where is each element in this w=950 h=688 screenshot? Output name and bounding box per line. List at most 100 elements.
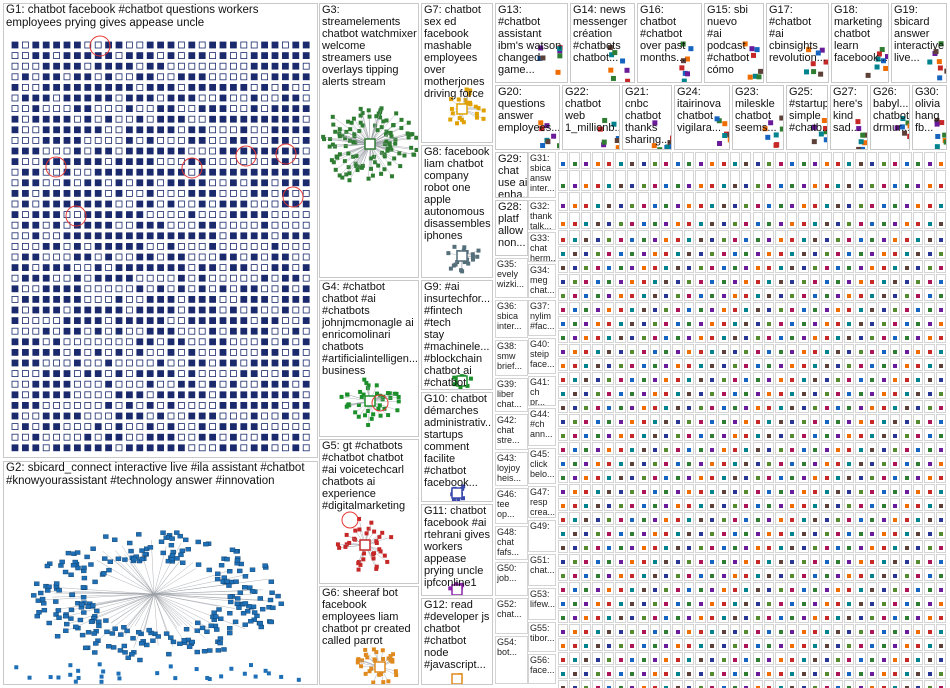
tiny-group-node [675, 588, 680, 592]
node [105, 189, 112, 197]
tiny-group-cell [786, 170, 798, 191]
node [374, 564, 379, 569]
tiny-group-cell [649, 582, 660, 595]
tiny-group-node [675, 162, 680, 166]
tiny-group-cell [683, 666, 695, 679]
tiny-group-node [675, 294, 680, 298]
node [271, 264, 279, 272]
tiny-group-node [824, 560, 829, 564]
tiny-group-node [607, 616, 612, 620]
hub-node [374, 661, 386, 673]
tiny-group-node [858, 364, 863, 368]
node [240, 370, 248, 378]
node [94, 211, 102, 219]
tiny-group-node [687, 266, 692, 270]
node [209, 412, 217, 420]
tiny-group-cell [695, 274, 706, 287]
tiny-group-node [572, 364, 577, 368]
tiny-group-cell [615, 568, 626, 581]
node [146, 370, 154, 378]
edge [115, 550, 155, 595]
node [21, 84, 29, 91]
tiny-group-node [572, 204, 577, 208]
node [122, 650, 128, 655]
tiny-group-cell [729, 428, 741, 441]
node [233, 579, 239, 584]
node [240, 84, 248, 91]
node [11, 126, 19, 134]
group-g24-nodes [714, 116, 729, 146]
tiny-group-cell [603, 302, 615, 315]
tiny-group-cell [786, 680, 798, 688]
tiny-group-cell [901, 624, 912, 637]
tiny-group-node [790, 574, 795, 578]
node [261, 338, 269, 346]
tiny-group-node [630, 350, 635, 354]
node [685, 71, 691, 77]
node [388, 130, 393, 135]
node [242, 622, 248, 627]
tiny-group-node [778, 588, 783, 592]
node [53, 221, 60, 229]
tiny-group-node [824, 222, 829, 226]
node [32, 94, 40, 102]
tiny-group-node [904, 616, 909, 620]
tiny-group-node [755, 406, 760, 410]
tiny-group-cell [672, 288, 683, 301]
tiny-group-node [584, 252, 589, 256]
tiny-group-node [652, 378, 657, 382]
node [32, 380, 40, 388]
node [42, 242, 50, 250]
node [881, 58, 887, 64]
tiny-group-cell [729, 288, 741, 301]
tiny-group-cell [638, 554, 649, 567]
node [21, 295, 29, 303]
node [371, 680, 376, 684]
node [53, 200, 60, 208]
tiny-group-node [595, 322, 600, 326]
tiny-group-node [904, 560, 909, 564]
tiny-group-node [790, 294, 795, 298]
tiny-group-node [595, 672, 600, 676]
tiny-group-cell [809, 456, 821, 469]
node [189, 639, 195, 645]
node [32, 147, 40, 155]
node [53, 412, 60, 420]
node [198, 73, 206, 81]
node [229, 380, 237, 388]
node [229, 115, 237, 123]
tiny-group-cell [729, 414, 741, 427]
node [242, 601, 249, 606]
tiny-group-cell [626, 554, 638, 567]
node [907, 133, 909, 139]
tiny-group-node [836, 588, 841, 592]
tiny-group-node [744, 308, 749, 312]
node [11, 189, 19, 197]
node [168, 542, 175, 548]
tiny-group-cell [821, 540, 832, 553]
tiny-group-cell [649, 624, 660, 637]
node [268, 619, 274, 625]
node [271, 41, 279, 49]
group-g19-nodes [927, 41, 946, 81]
highlight-ring [181, 157, 203, 179]
tiny-group-node [927, 162, 932, 166]
tiny-group-node [630, 518, 635, 522]
tiny-group-node [618, 616, 623, 620]
node [261, 264, 269, 272]
node [63, 73, 71, 81]
tiny-group-cell [878, 212, 889, 229]
tiny-group-node [641, 184, 646, 188]
node [53, 211, 60, 219]
tiny-group-node [710, 630, 715, 634]
tiny-group-cell [924, 624, 935, 637]
node [240, 73, 248, 81]
tiny-group-node [572, 504, 577, 508]
tiny-group-cell [821, 288, 832, 301]
node [177, 136, 185, 144]
node [105, 264, 112, 272]
node [261, 423, 269, 431]
tiny-group-cell [683, 212, 695, 229]
tiny-group-node [916, 616, 921, 620]
tiny-group-cell [603, 230, 615, 245]
